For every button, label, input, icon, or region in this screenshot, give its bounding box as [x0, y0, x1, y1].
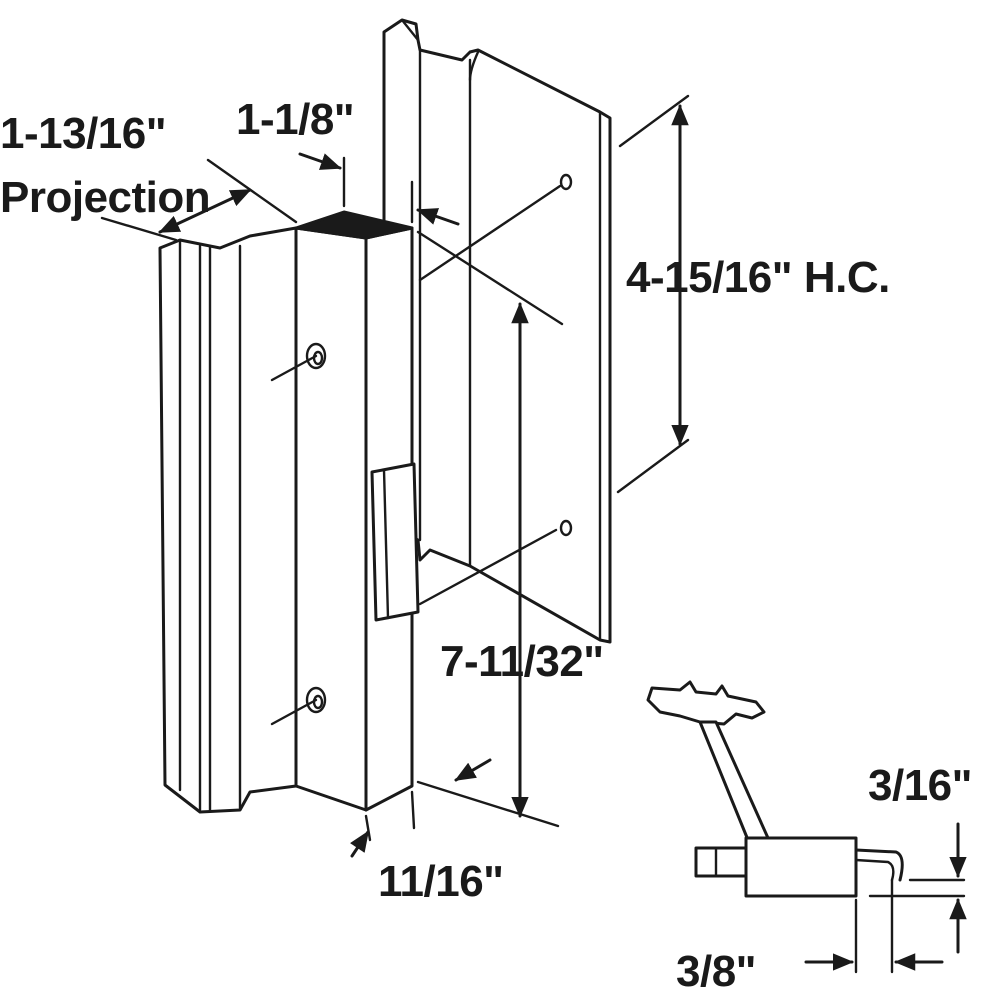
overall-length-label: 7-11/32" — [440, 637, 604, 686]
extension-lines — [100, 94, 690, 842]
projection-word-label: Projection — [0, 173, 210, 222]
latch-detail — [646, 680, 904, 898]
plate-screw-hole-top — [559, 173, 573, 191]
mounting-plate — [382, 18, 612, 644]
latch-height-label: 3/16" — [868, 761, 972, 810]
dimension-arrows — [158, 104, 689, 858]
latch-slot — [370, 462, 420, 622]
plate-screw-hole-bottom — [559, 519, 573, 537]
handle-top-cap — [294, 210, 414, 240]
latch-dimension-lines — [804, 822, 967, 974]
latch-offset-label: 3/8" — [676, 947, 756, 996]
hole-centers-label: 4-15/16" H.C. — [626, 253, 890, 302]
handle-body — [158, 210, 420, 814]
width-bottom-label: 11/16" — [378, 857, 504, 906]
projection-value-label: 1-13/16" — [0, 109, 166, 158]
depth-top-label: 1-1/8" — [236, 95, 354, 144]
